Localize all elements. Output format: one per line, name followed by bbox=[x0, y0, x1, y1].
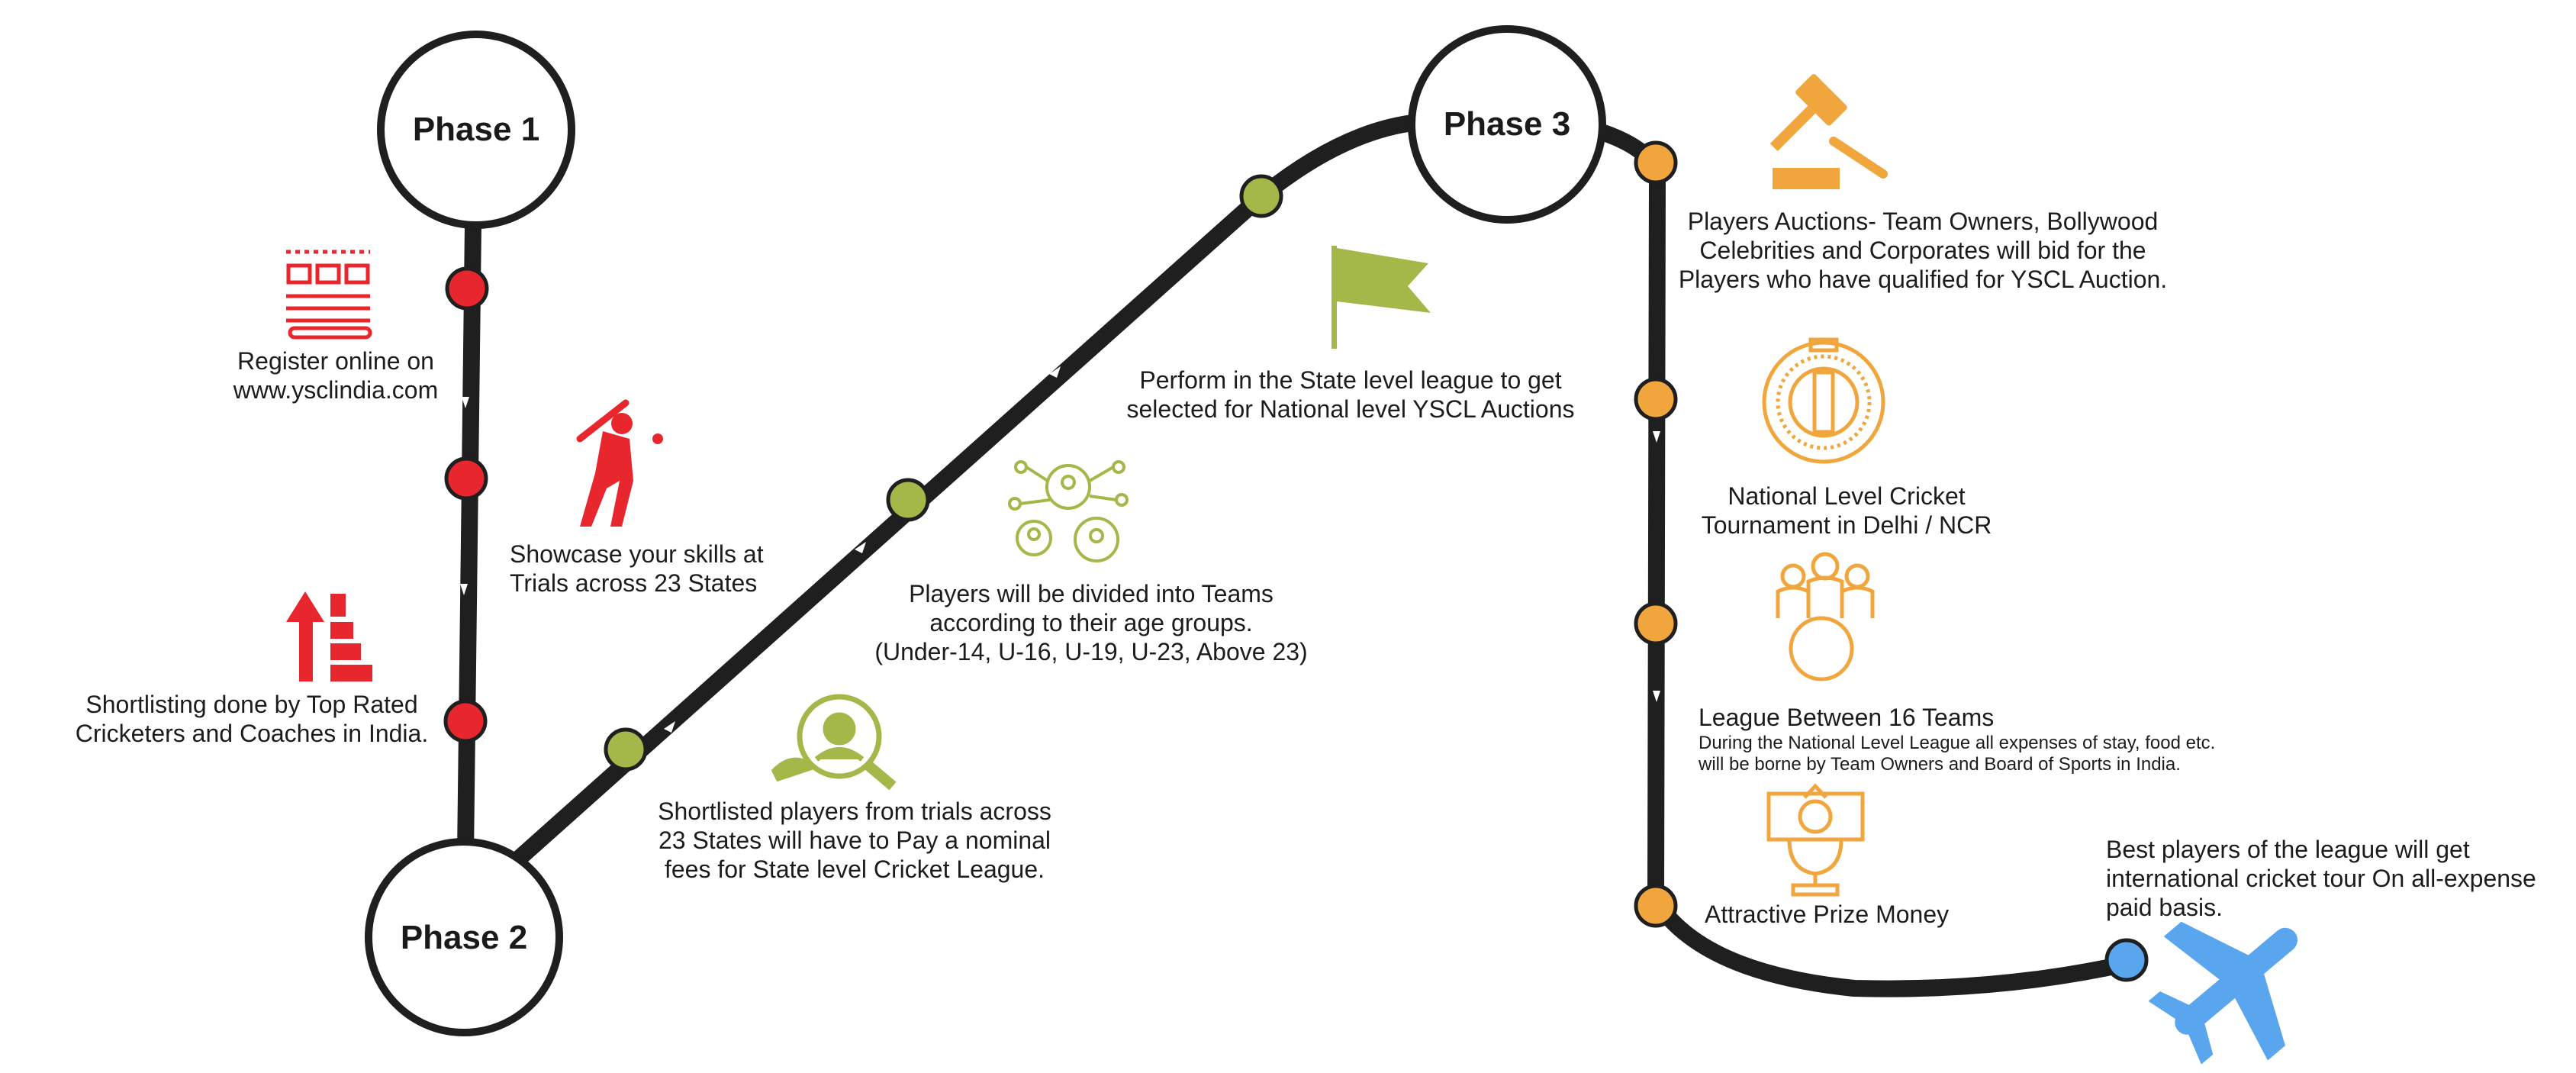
ranking-arrow-icon bbox=[286, 591, 372, 682]
phase-3-circle bbox=[1408, 25, 1606, 224]
milestone-dot-teams bbox=[886, 478, 930, 522]
phase-1-label: Phase 1 bbox=[412, 111, 540, 148]
flag-icon bbox=[1331, 246, 1431, 349]
step-league-note: During the National Level League all exp… bbox=[1699, 733, 2216, 775]
milestone-dot-auctions bbox=[1634, 140, 1678, 185]
step-showcase-text: Showcase your skills at Trials across 23… bbox=[510, 540, 764, 597]
step-teams-text: Players will be divided into Teams accor… bbox=[874, 580, 1308, 665]
team-group-icon bbox=[1776, 552, 1875, 682]
phase-1-circle bbox=[377, 31, 575, 229]
registration-form-icon bbox=[286, 250, 372, 340]
milestone-dot-tournament bbox=[1634, 377, 1678, 421]
batsman-icon bbox=[576, 399, 663, 527]
step-pay-fees-text: Shortlisted players from trials across 2… bbox=[658, 798, 1051, 883]
milestone-dot-showcase bbox=[444, 456, 488, 501]
phase-2-circle bbox=[365, 838, 563, 1036]
milestone-dot-league bbox=[1634, 601, 1678, 646]
step-register-text: Register online on www.ysclindia.com bbox=[233, 347, 439, 404]
step-shortlisting-text: Shortlisting done by Top Rated Cricketer… bbox=[75, 691, 429, 747]
step-tour-text: Best players of the league will get inte… bbox=[2106, 836, 2536, 921]
milestone-dot-shortlisting bbox=[443, 699, 488, 743]
milestone-dot-state-league bbox=[1239, 174, 1283, 218]
search-player-icon bbox=[771, 694, 897, 791]
step-league-title: League Between 16 Teams bbox=[1699, 704, 1995, 731]
cricket-stadium-icon bbox=[1762, 337, 1885, 464]
milestone-dot-register bbox=[445, 266, 489, 311]
auction-gavel-icon bbox=[1769, 74, 1888, 189]
trophy-money-icon bbox=[1766, 783, 1865, 897]
step-state-league-text: Perform in the State level league to get… bbox=[1126, 366, 1575, 423]
airplane-icon bbox=[2148, 921, 2297, 1065]
phase-2-label: Phase 2 bbox=[400, 919, 528, 956]
team-network-icon bbox=[1008, 460, 1129, 562]
phase-3-label: Phase 3 bbox=[1443, 105, 1571, 143]
step-auctions-text: Players Auctions- Team Owners, Bollywood… bbox=[1678, 208, 2168, 293]
milestone-dot-prize bbox=[1634, 884, 1678, 928]
milestone-dot-tour bbox=[2104, 938, 2149, 982]
step-tournament-text: National Level Cricket Tournament in Del… bbox=[1701, 482, 1992, 539]
milestone-dot-pay-fees bbox=[604, 727, 648, 772]
path-chevrons bbox=[460, 366, 1660, 733]
step-prize-text: Attractive Prize Money bbox=[1705, 901, 1950, 928]
